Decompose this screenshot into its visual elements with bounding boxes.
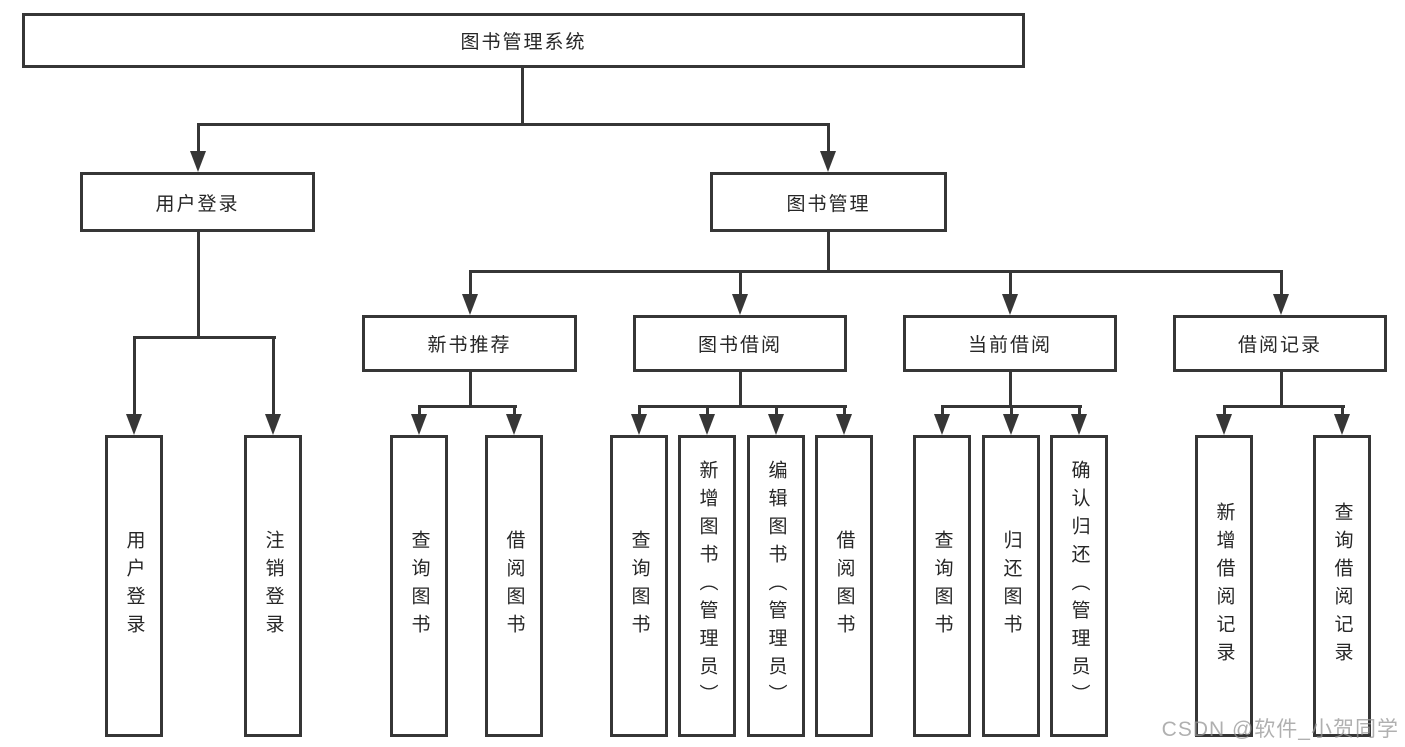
connector-drop-leaf [638,405,641,418]
arrowhead-icon [631,414,647,435]
arrowhead-icon [768,414,784,435]
connector-drop-l3 [1280,270,1283,297]
connector-root-hbar [197,123,830,126]
arrowhead-icon [934,414,950,435]
arrowhead-icon [190,151,206,172]
arrowhead-icon [699,414,715,435]
leaf-edit-book-admin: 编辑图书（管理员） [747,435,805,737]
connector-borrowrecord-hbar [1223,405,1345,408]
leaf-return-book: 归还图书 [982,435,1040,737]
arrowhead-icon [732,294,748,315]
arrowhead-icon [1003,414,1019,435]
connector-drop-user-login [197,123,200,155]
leaf-borrow-books: 借阅图书 [815,435,873,737]
connector-drop-leaf [272,336,275,418]
connector-newbook-hbar [418,405,517,408]
connector-currentborrow-stem [1009,370,1012,408]
leaf-query-borrow-record: 查询借阅记录 [1313,435,1371,737]
leaf-query-books-borrow: 查询图书 [610,435,668,737]
arrowhead-icon [126,414,142,435]
connector-drop-leaf [941,405,944,418]
arrowhead-icon [506,414,522,435]
arrowhead-icon [411,414,427,435]
connector-drop-leaf [1341,405,1344,418]
arrowhead-icon [265,414,281,435]
connector-userlogin-hbar [133,336,276,339]
leaf-confirm-return-admin: 确认归还（管理员） [1050,435,1108,737]
connector-drop-l3 [739,270,742,297]
connector-bookborrow-stem [739,370,742,408]
leaf-add-book-admin: 新增图书（管理员） [678,435,736,737]
connector-borrowrecord-stem [1280,370,1283,408]
connector-bookborrow-hbar [638,405,847,408]
arrowhead-icon [1273,294,1289,315]
arrowhead-icon [1071,414,1087,435]
connector-drop-leaf [133,336,136,418]
csdn-watermark: CSDN @软件_小贺同学 [1161,718,1399,741]
leaf-logout: 注销登录 [244,435,302,737]
leaf-borrow-books-recommend: 借阅图书 [485,435,543,737]
node-book-management: 图书管理 [710,172,947,232]
connector-level3-hbar [469,270,1283,273]
connector-drop-leaf [843,405,846,418]
leaf-query-books-current: 查询图书 [913,435,971,737]
node-book-borrowing: 图书借阅 [633,315,847,372]
node-user-login: 用户登录 [80,172,315,232]
connector-bookmgmt-stem [827,230,830,273]
connector-drop-l3 [1009,270,1012,297]
arrowhead-icon [1334,414,1350,435]
node-borrowing-records: 借阅记录 [1173,315,1387,372]
connector-drop-leaf [1223,405,1226,418]
connector-drop-leaf [775,405,778,418]
connector-drop-leaf [1078,405,1081,418]
connector-drop-leaf [418,405,421,418]
arrowhead-icon [836,414,852,435]
connector-drop-book-mgmt [827,123,830,155]
node-library-system: 图书管理系统 [22,13,1025,68]
connector-root-stem [521,66,524,124]
leaf-add-borrow-record: 新增借阅记录 [1195,435,1253,737]
arrowhead-icon [820,151,836,172]
connector-userlogin-stem [197,230,200,339]
leaf-query-books-recommend: 查询图书 [390,435,448,737]
node-new-book-recommend: 新书推荐 [362,315,577,372]
connector-newbook-stem [469,370,472,408]
connector-drop-leaf [1010,405,1013,418]
leaf-user-login: 用户登录 [105,435,163,737]
arrowhead-icon [1002,294,1018,315]
connector-drop-leaf [513,405,516,418]
node-current-borrowing: 当前借阅 [903,315,1117,372]
arrowhead-icon [462,294,478,315]
connector-drop-l3 [469,270,472,297]
arrowhead-icon [1216,414,1232,435]
connector-drop-leaf [706,405,709,418]
